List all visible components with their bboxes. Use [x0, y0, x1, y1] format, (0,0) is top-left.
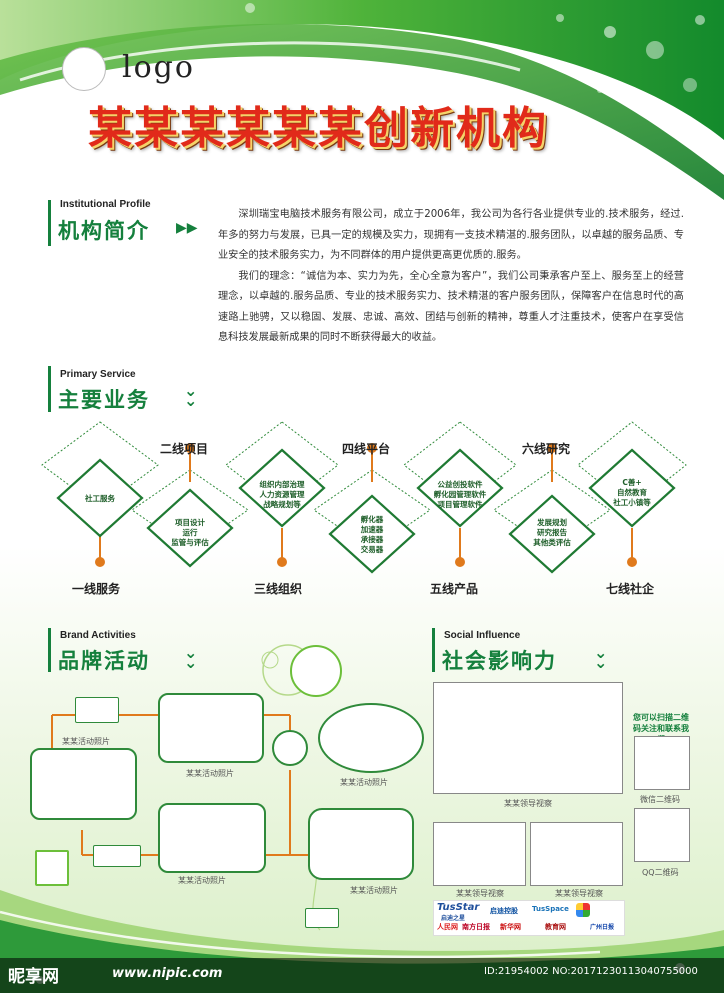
chevron-down-icon: ⌄⌄: [594, 643, 608, 672]
section-bar: [48, 366, 51, 412]
photo-placeholder: [272, 730, 308, 766]
node-diamond: [508, 494, 596, 574]
node-diamond: [588, 448, 676, 528]
service-label: 七线社企: [606, 582, 655, 596]
photo-caption: 某某领导视察: [555, 889, 603, 898]
photo-placeholder: [433, 822, 526, 886]
sponsor-logo: TusStar: [437, 902, 480, 913]
service-label: 五线产品: [430, 582, 479, 596]
service-label: 二线项目: [160, 442, 209, 456]
service-heading-en: Primary Service: [60, 369, 136, 380]
service-label: 三线组织: [254, 582, 303, 596]
site-url: www.nipic.com: [112, 966, 223, 981]
sponsor-logo: 启迪控股: [490, 907, 518, 915]
photo-placeholder: [433, 682, 623, 794]
social-heading-en: Social Influence: [444, 630, 521, 641]
photo-caption: 某某活动照片: [178, 876, 226, 885]
profile-heading-en: Institutional Profile: [60, 199, 151, 210]
service-label: 六线研究: [522, 442, 571, 456]
sponsor-logo: 新华网: [500, 923, 521, 931]
brand-heading-en: Brand Activities: [60, 630, 136, 641]
node-text: 项目设计 运行 监管与评估: [171, 518, 209, 547]
watermark-bar: [0, 958, 724, 993]
service-diagram: [41, 421, 687, 574]
sponsor-logo: 教育网: [545, 923, 566, 931]
sponsor-logo: TusSpace: [532, 905, 569, 913]
photo-placeholder: [30, 748, 137, 820]
photo-placeholder: [530, 822, 623, 886]
profile-paragraph: 深圳瑞宝电脑技术服务有限公司，成立于2006年，我公司为各行各业提供专业的.技术…: [218, 209, 684, 261]
chevron-down-icon: ⌄⌄: [184, 381, 198, 410]
site-logo: 昵享网: [8, 967, 59, 987]
service-label: 一线服务: [72, 582, 121, 596]
social-heading-cn: 社会影响力: [442, 649, 557, 673]
photo-placeholder: [158, 693, 264, 763]
photo-placeholder: [35, 850, 69, 886]
photo-caption: 某某活动照片: [350, 886, 398, 895]
qr-caption: QQ二维码: [642, 868, 679, 877]
node-text: 孵化器 加速器 承接器 交易器: [360, 515, 384, 554]
node-text: 组织内部治理 人力资源管理 战略规划等: [259, 480, 305, 509]
service-label: 四线平台: [342, 442, 391, 456]
sponsor-logo: 人民网: [437, 923, 458, 931]
connectors: [99, 450, 633, 560]
profile-text: 深圳瑞宝电脑技术服务有限公司，成立于2006年，我公司为各行各业提供专业的.技术…: [218, 205, 684, 349]
profile-paragraph: 我们的理念：“诚信为本、实力为先，全心全意为客户”，我们公司秉承客户至上、服务至…: [218, 270, 684, 344]
chevron-down-icon: ⌄⌄: [184, 643, 198, 672]
node-text: C善+ 自然教育 社工小镇等: [613, 478, 651, 507]
photo-caption: 某某活动照片: [62, 737, 110, 746]
double-arrow-icon: ▶▶: [176, 220, 198, 236]
brand-heading-cn: 品牌活动: [58, 649, 150, 673]
qr-caption: 微信二维码: [640, 795, 680, 804]
section-bar: [48, 628, 51, 672]
node-text: 公益创投软件 孵化园管理软件 项目管理软件: [433, 480, 487, 509]
node-diamond: [238, 448, 326, 528]
photo-caption: 某某活动照片: [186, 769, 234, 778]
sponsor-strip: [433, 900, 625, 936]
node-diamond: [328, 494, 416, 574]
photo-placeholder: [308, 808, 414, 880]
photo-caption: 某某领导视察: [504, 799, 552, 808]
page-title: 某某某某某某创新机构: [88, 103, 548, 154]
sponsor-emblem-icon: [576, 903, 590, 917]
qr-code-wechat: [634, 736, 690, 790]
qr-code-qq: [634, 808, 690, 862]
node-diamond: [56, 458, 144, 538]
photo-placeholder: [75, 697, 119, 723]
photo-placeholder: [305, 908, 339, 928]
section-bar: [48, 200, 51, 246]
sponsor-logo: 启迪之星: [441, 915, 466, 922]
logo-mark: [62, 47, 106, 91]
logo-text: logo: [122, 50, 195, 85]
section-bar: [432, 628, 435, 672]
photo-placeholder: [318, 703, 424, 773]
image-id: ID:21954002 NO:20171230113040755000: [484, 966, 698, 977]
photo-placeholder: [158, 803, 266, 873]
node-diamond: [416, 448, 504, 528]
photo-caption: 某某活动照片: [340, 778, 388, 787]
node-text: 发展规划 研究报告 其他类评估: [533, 518, 571, 547]
photo-caption: 某某领导视察: [456, 889, 504, 898]
photo-placeholder: [290, 645, 342, 697]
sponsor-logo: 南方日报: [462, 923, 490, 931]
profile-heading-cn: 机构简介: [58, 219, 150, 243]
service-heading-cn: 主要业务: [58, 388, 150, 412]
node-text: 社工服务: [85, 494, 115, 503]
photo-placeholder: [93, 845, 141, 867]
node-diamonds: [56, 448, 676, 574]
connector-dots: [95, 443, 637, 567]
sponsor-logo: 广州日报: [590, 924, 615, 931]
node-diamond: [146, 488, 234, 568]
